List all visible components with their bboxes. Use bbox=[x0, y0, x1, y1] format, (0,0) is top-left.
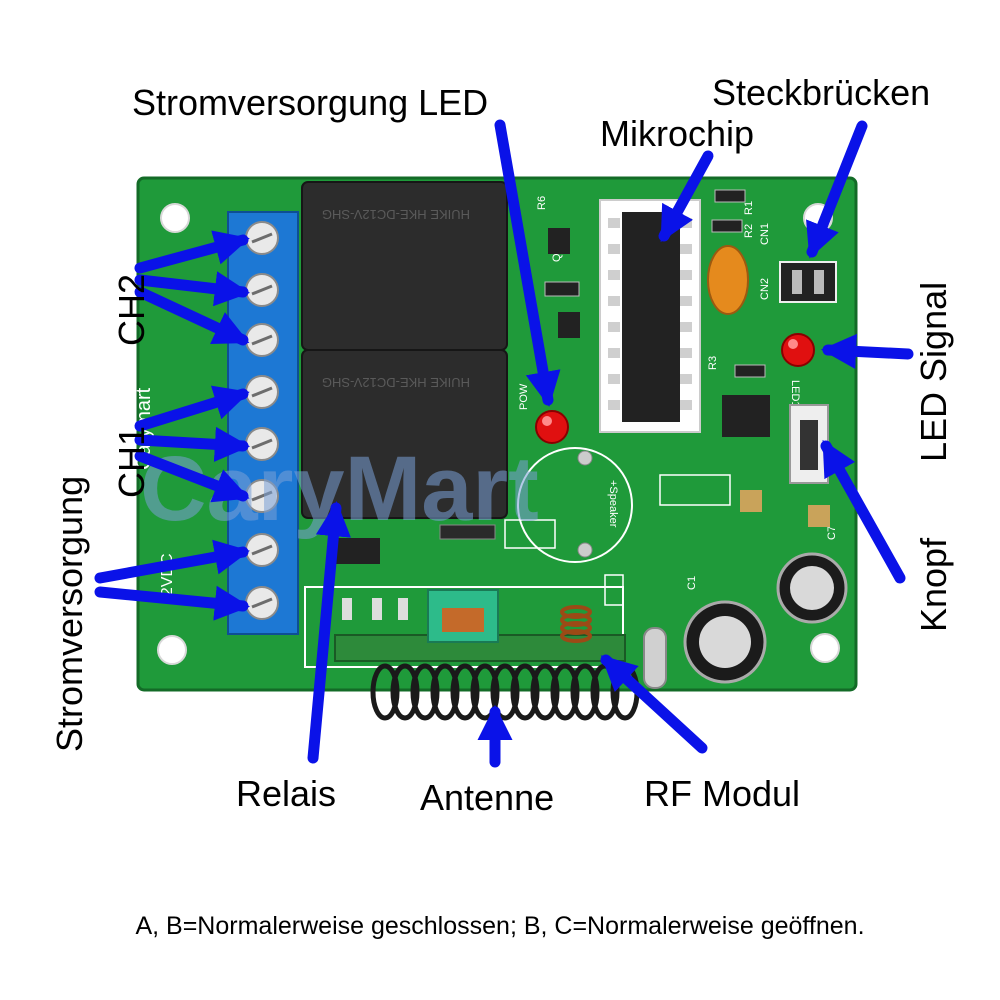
mount-hole-icon bbox=[810, 633, 840, 663]
annotation-arrows bbox=[94, 119, 914, 768]
label-antenna: Antenne bbox=[420, 777, 554, 818]
electrolytic-capacitor bbox=[683, 600, 767, 684]
footnote: A, B=Normalerweise geschlossen; B, C=Nor… bbox=[135, 912, 865, 940]
signal-led bbox=[781, 333, 815, 367]
relay-marking: HUIKE HKE-DC12V-SHG bbox=[322, 207, 470, 222]
label-led-signal: LED Signal bbox=[913, 282, 954, 462]
diode-component bbox=[332, 538, 380, 564]
arrow-icon bbox=[307, 500, 351, 764]
smd-capacitor bbox=[740, 490, 762, 512]
arrow-icon bbox=[820, 439, 906, 584]
electrolytic-capacitor bbox=[776, 552, 848, 624]
arrow-icon bbox=[134, 271, 250, 307]
arrow-icon bbox=[134, 286, 250, 346]
ceramic-capacitor bbox=[707, 245, 749, 315]
relay-ch1 bbox=[301, 349, 508, 519]
smd-resistor bbox=[714, 189, 746, 203]
c7-silkscreen: C7 bbox=[826, 526, 838, 540]
led1-silkscreen: LED1 bbox=[789, 380, 801, 408]
cn1-silkscreen: CN1 bbox=[759, 223, 771, 245]
screw-terminals bbox=[245, 221, 279, 620]
smd-resistor bbox=[734, 364, 766, 378]
resistor-component bbox=[439, 524, 496, 540]
r6-silkscreen: R6 bbox=[536, 196, 548, 210]
relay-marking: HUIKE HKE-DC12V-SHG bbox=[322, 375, 470, 390]
label-power-led: Stromversorgung LED bbox=[132, 82, 488, 123]
microchip bbox=[599, 199, 701, 433]
relays: HUIKE HKE-DC12V-SHG HUIKE HKE-DC12V-SHG bbox=[301, 181, 508, 519]
crystal-component bbox=[643, 627, 667, 689]
arrow-icon bbox=[600, 654, 708, 754]
label-button: Knopf bbox=[913, 537, 954, 632]
arrow-icon bbox=[134, 230, 250, 274]
smd-resistor bbox=[711, 219, 743, 233]
label-microchip: Mikrochip bbox=[600, 113, 754, 154]
label-jumpers: Steckbrücken bbox=[712, 72, 930, 113]
label-ch2: CH2 bbox=[111, 274, 152, 346]
r1-silkscreen: R1 bbox=[743, 201, 755, 215]
mount-hole-icon bbox=[160, 203, 190, 233]
arrow-icon bbox=[134, 426, 251, 462]
arrow-icon bbox=[658, 150, 714, 243]
rf-module bbox=[304, 586, 626, 668]
jumper-header bbox=[779, 261, 837, 303]
arrow-icon bbox=[94, 585, 251, 621]
r2-silkscreen: R2 bbox=[743, 224, 755, 238]
annotation-labels: Stromversorgung LED Mikrochip Steckbrück… bbox=[49, 72, 954, 818]
arrow-icon bbox=[820, 333, 914, 369]
arrow-icon bbox=[806, 120, 868, 259]
smd-resistor bbox=[544, 281, 580, 297]
c1-silkscreen: C1 bbox=[686, 576, 698, 590]
arrow-icon bbox=[494, 119, 561, 407]
arrow-icon bbox=[134, 385, 250, 432]
label-relay: Relais bbox=[236, 773, 336, 814]
speaker-silkscreen: +Speaker bbox=[607, 480, 619, 528]
r3-silkscreen: R3 bbox=[707, 356, 719, 370]
power-led bbox=[535, 410, 569, 444]
label-rf-module: RF Modul bbox=[644, 773, 800, 814]
terminal-block bbox=[227, 211, 299, 635]
transistor-component bbox=[558, 312, 580, 338]
transistor-component bbox=[548, 228, 570, 254]
arrow-icon bbox=[94, 539, 250, 584]
smd-chip bbox=[722, 395, 770, 437]
arrow-icon bbox=[134, 450, 250, 503]
rf-coil bbox=[560, 605, 592, 643]
cn2-silkscreen: CN2 bbox=[759, 278, 771, 300]
smd-capacitor bbox=[808, 505, 830, 527]
mount-hole-icon bbox=[157, 635, 187, 665]
pow-silkscreen: POW bbox=[518, 383, 530, 410]
label-power-supply: Stromversorgung bbox=[49, 476, 90, 752]
label-ch1: CH1 bbox=[111, 426, 152, 498]
speaker-outline bbox=[517, 447, 633, 563]
